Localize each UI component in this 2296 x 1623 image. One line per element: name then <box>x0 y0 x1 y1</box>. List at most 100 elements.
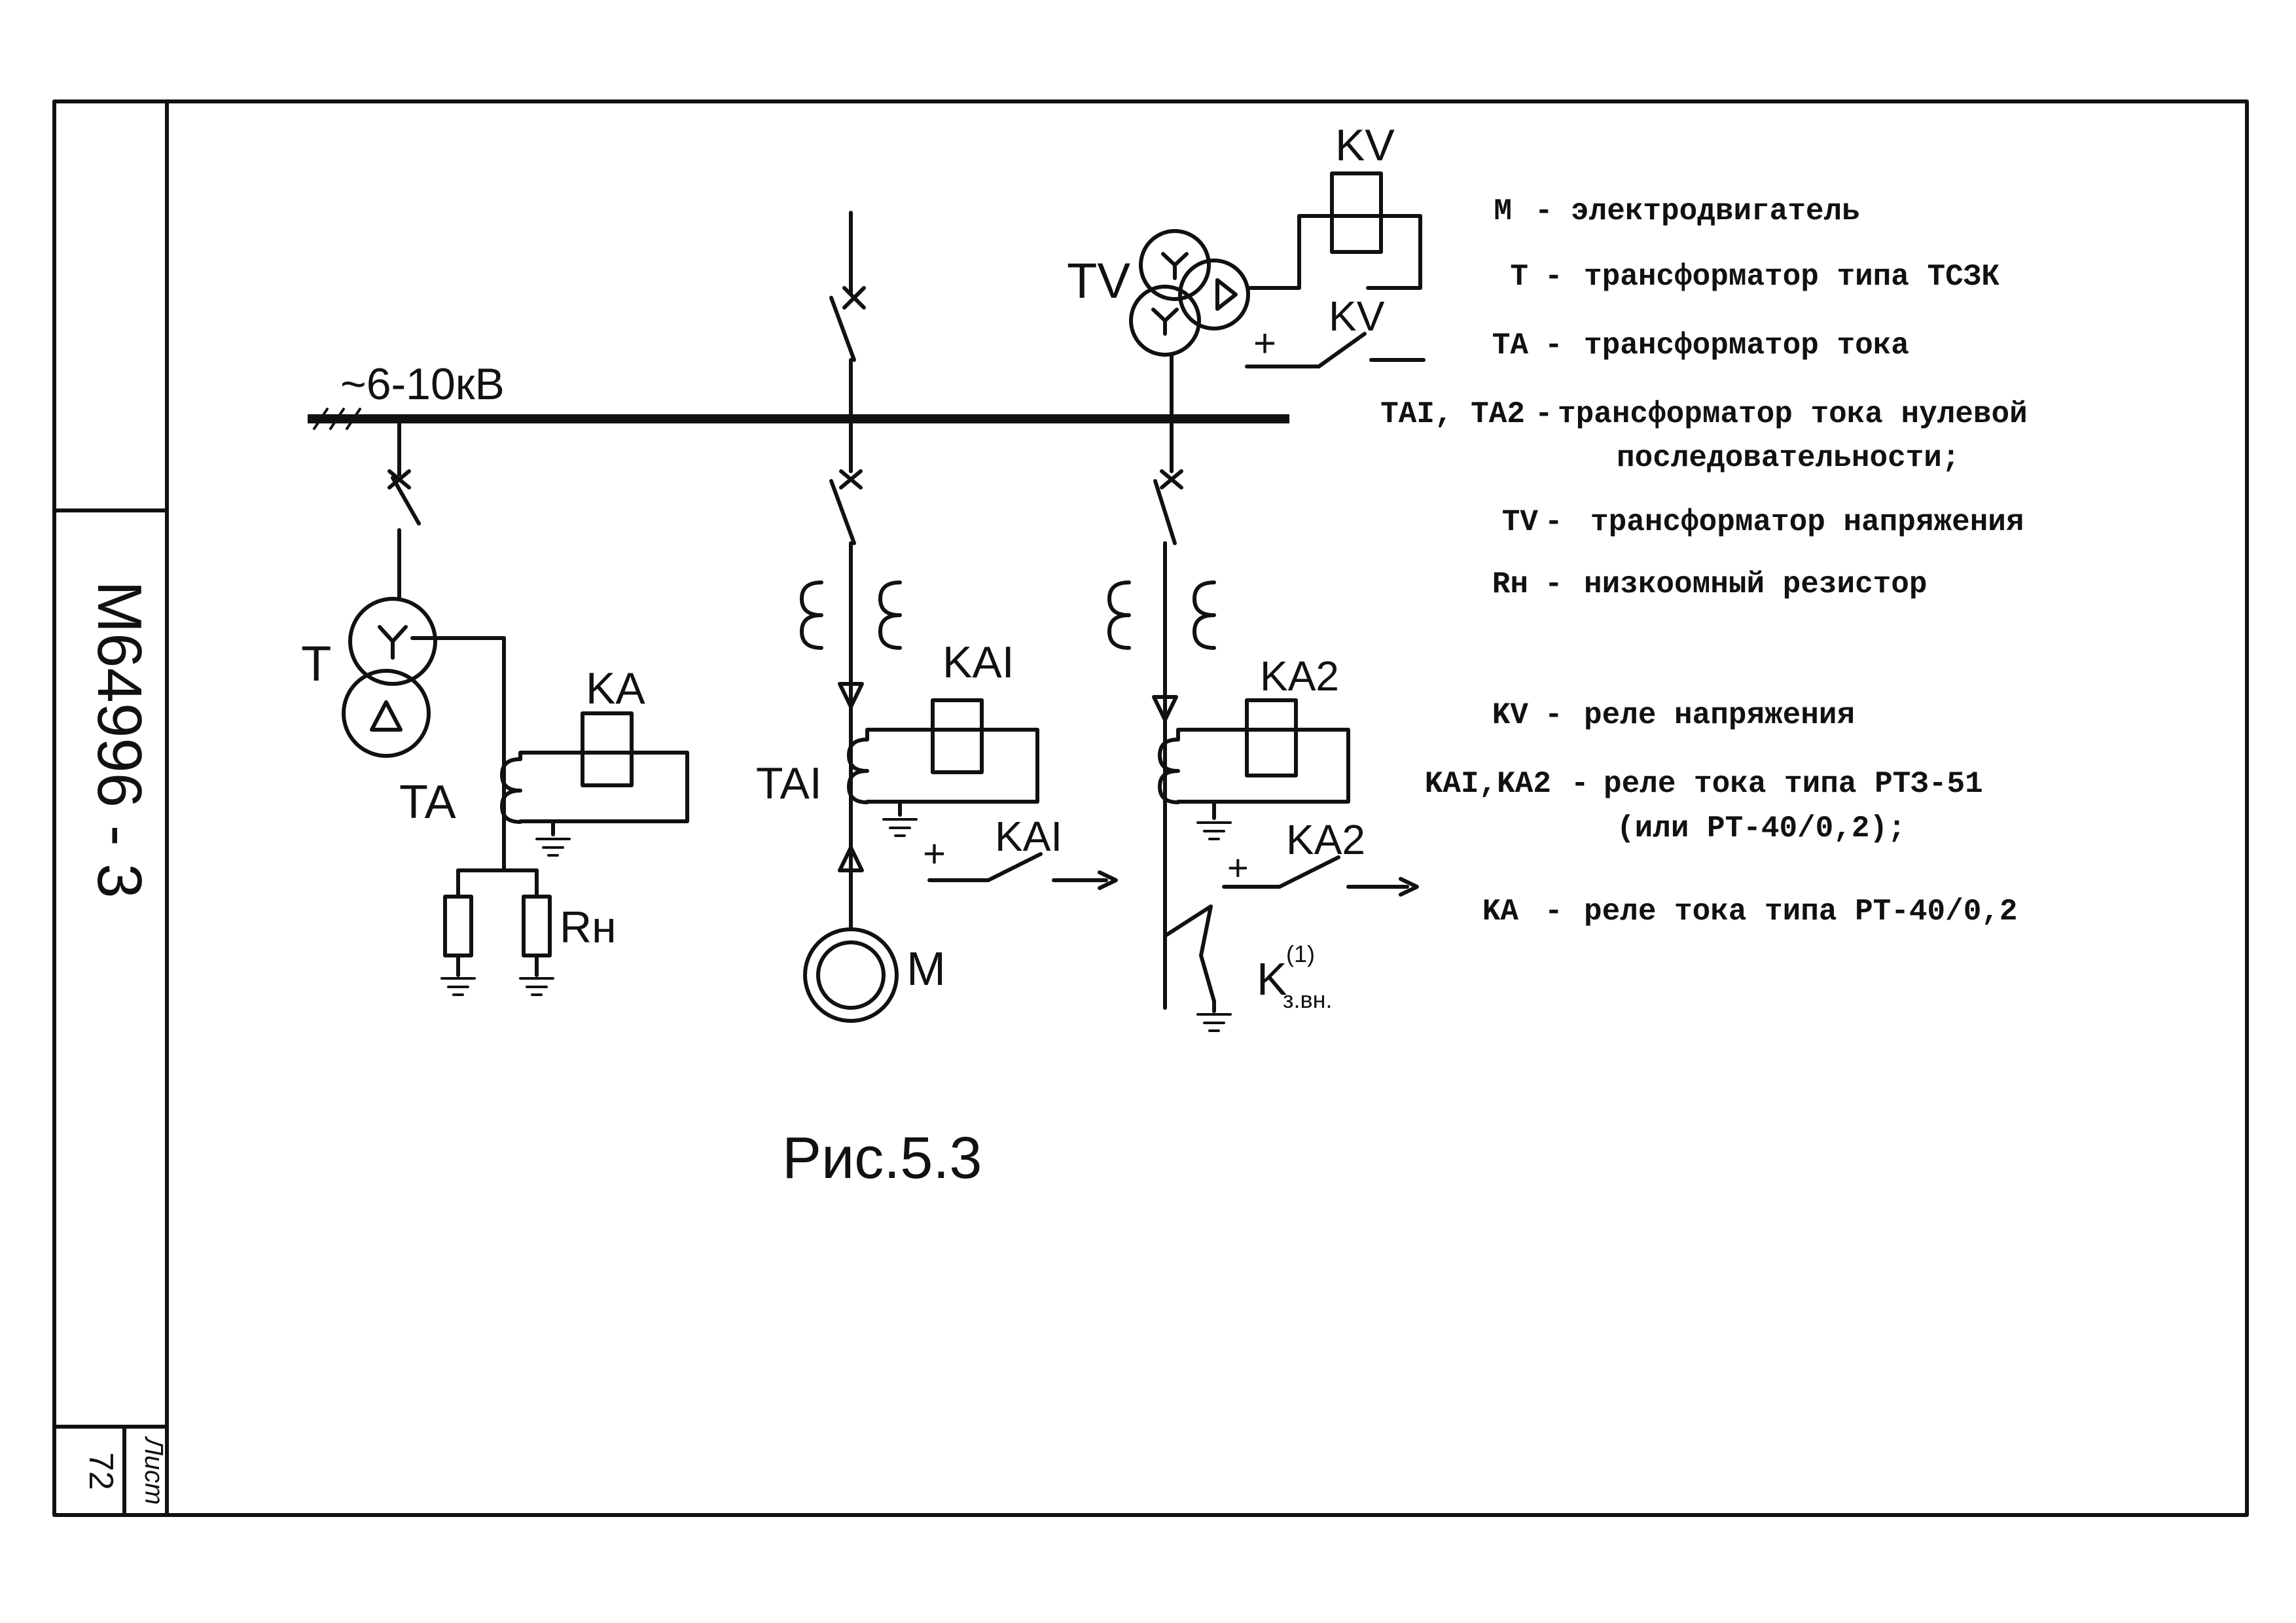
ground-symbol <box>1196 821 1232 840</box>
busbar-hatch <box>313 408 361 430</box>
legend-text-m: электродвигатель <box>1571 194 1860 228</box>
disconnector-blade <box>829 296 856 362</box>
label-m: M <box>906 943 946 995</box>
breaker-x-mark <box>839 469 863 490</box>
legend-sep: - <box>1545 260 1563 294</box>
legend-text-t: трансформатор типа ТСЗК <box>1584 260 2000 294</box>
transformer-t-winding-2 <box>342 669 431 758</box>
breaker-x-mark <box>842 286 866 310</box>
cable-end-bottom <box>838 846 864 872</box>
legend-key-ka1-ka2: KAI,KA2 <box>1425 767 1551 801</box>
legend-sep: - <box>1545 505 1563 539</box>
ct-ta-symbol <box>500 757 522 824</box>
contact-ka1 <box>986 852 1043 882</box>
phase-ct-symbol <box>878 580 902 650</box>
cable-end-top <box>838 682 864 709</box>
relay-ka1-coil <box>931 698 984 774</box>
breaker-x-mark <box>1160 469 1183 490</box>
busbar: ~6-10кВ <box>308 359 1289 430</box>
ground-symbol <box>882 818 918 837</box>
legend-sep: - <box>1571 767 1589 801</box>
legend-key-t: T <box>1510 260 1528 294</box>
disconnector-blade <box>1153 479 1177 545</box>
label-t: T <box>301 636 331 692</box>
label-ta: TA <box>399 776 456 829</box>
drawing-frame: М64996 - 3 Лист 72 <box>52 99 2249 1517</box>
label-ta1: TAI <box>756 758 822 808</box>
legend-sep: - <box>1535 397 1553 431</box>
label-tv: TV <box>1067 253 1130 309</box>
cable-end-top <box>1152 695 1178 722</box>
legend-sep: - <box>1545 567 1563 601</box>
label-ka2-contact: KA2 <box>1286 816 1365 863</box>
fault-lightning-symbol <box>1163 904 1216 1003</box>
relay-ka-coil <box>581 711 634 787</box>
doc-number: М64996 - 3 <box>84 580 154 899</box>
label-ka: KA <box>586 664 645 713</box>
transformer-t-winding-1 <box>348 597 437 686</box>
trip-arrow <box>1399 877 1419 897</box>
trip-arrow <box>1098 870 1118 890</box>
legend-key-kv: KV <box>1492 698 1529 732</box>
star-symbol <box>1151 308 1179 336</box>
legend-text-tv: трансформатор напряжения <box>1590 505 2024 539</box>
transformer-tv-winding-2 <box>1129 285 1201 357</box>
open-delta-symbol <box>1215 278 1238 311</box>
outer-border <box>52 99 2249 1517</box>
legend-sep: - <box>1545 895 1563 929</box>
bus-voltage-label: ~6-10кВ <box>340 359 505 409</box>
transformer-tv-winding-1 <box>1139 229 1211 301</box>
grounding-transformer-branch: T TA KA Rн <box>301 417 689 996</box>
label-kv-contact: KV <box>1329 293 1385 340</box>
resistor-rn <box>522 895 552 957</box>
disconnector-blade <box>829 479 856 545</box>
legend-text-rn: низкоомный резистор <box>1584 567 1928 601</box>
legend-text-ta: трансформатор тока <box>1584 329 1909 363</box>
legend-sep: - <box>1545 698 1563 732</box>
legend-text-ta1-ta2: трансформатор тока нулевой <box>1558 397 2028 431</box>
motor-m <box>803 927 899 1023</box>
resistor-1 <box>443 895 473 957</box>
figure-caption: Рис.5.3 <box>782 1126 982 1191</box>
ct-ta1-symbol <box>847 738 869 804</box>
ground-symbol <box>1196 1013 1232 1032</box>
legend-key-ka: KA <box>1482 895 1519 929</box>
relay-ka2-coil <box>1245 698 1298 777</box>
legend-key-tv: TV <box>1502 505 1539 539</box>
label-ka2-coil: KA2 <box>1260 652 1339 700</box>
legend-key-rn: Rн <box>1492 567 1528 601</box>
phase-ct-symbol <box>800 580 823 650</box>
relay-kv-coil <box>1330 171 1383 254</box>
legend-key-ta: TA <box>1492 329 1529 363</box>
legend-key-ta1-ta2: TAI, TA2 <box>1380 397 1525 431</box>
legend-text-ka1-ka2-cont: (или РТ-40/0,2); <box>1617 812 1906 846</box>
breaker-x-mark <box>387 469 411 490</box>
sheet-label: Лист <box>139 1436 168 1505</box>
legend-text-ka: реле тока типа РТ-40/0,2 <box>1584 895 2018 929</box>
transformer-tv-winding-3 <box>1178 259 1250 330</box>
phase-ct-symbol <box>1193 580 1216 650</box>
sheet-number: 72 <box>82 1452 120 1490</box>
plus-sign: + <box>923 832 946 876</box>
label-rn: Rн <box>560 902 617 952</box>
legend-text-ta1-ta2-cont: последовательности; <box>1617 441 1960 475</box>
star-symbol <box>1161 252 1189 280</box>
label-ka1-contact: KAI <box>995 813 1062 860</box>
ct-ta2-symbol <box>1158 738 1180 804</box>
label-fault-k: K <box>1257 954 1287 1005</box>
tv-feeder-branch: TV KV + KV KA2 + KA2 <box>1067 120 1426 1032</box>
plus-sign: + <box>1253 321 1276 365</box>
label-ka1-coil-top: KAI <box>942 637 1014 687</box>
legend: M - электродвигатель T - трансформатор т… <box>1380 194 2028 929</box>
label-kv-coil: KV <box>1335 120 1395 170</box>
phase-ct-symbol <box>1107 580 1131 650</box>
contact-ka2 <box>1278 855 1340 889</box>
delta-symbol <box>370 700 403 732</box>
plus-sign: + <box>1227 847 1249 888</box>
ground-symbol <box>519 977 554 996</box>
label-fault-sup: (1) <box>1286 940 1315 967</box>
label-fault-sub: з.вн. <box>1283 986 1333 1013</box>
legend-text-ka1-ka2: реле тока типа РТЗ-51 <box>1604 767 1983 801</box>
legend-sep: - <box>1545 329 1563 363</box>
